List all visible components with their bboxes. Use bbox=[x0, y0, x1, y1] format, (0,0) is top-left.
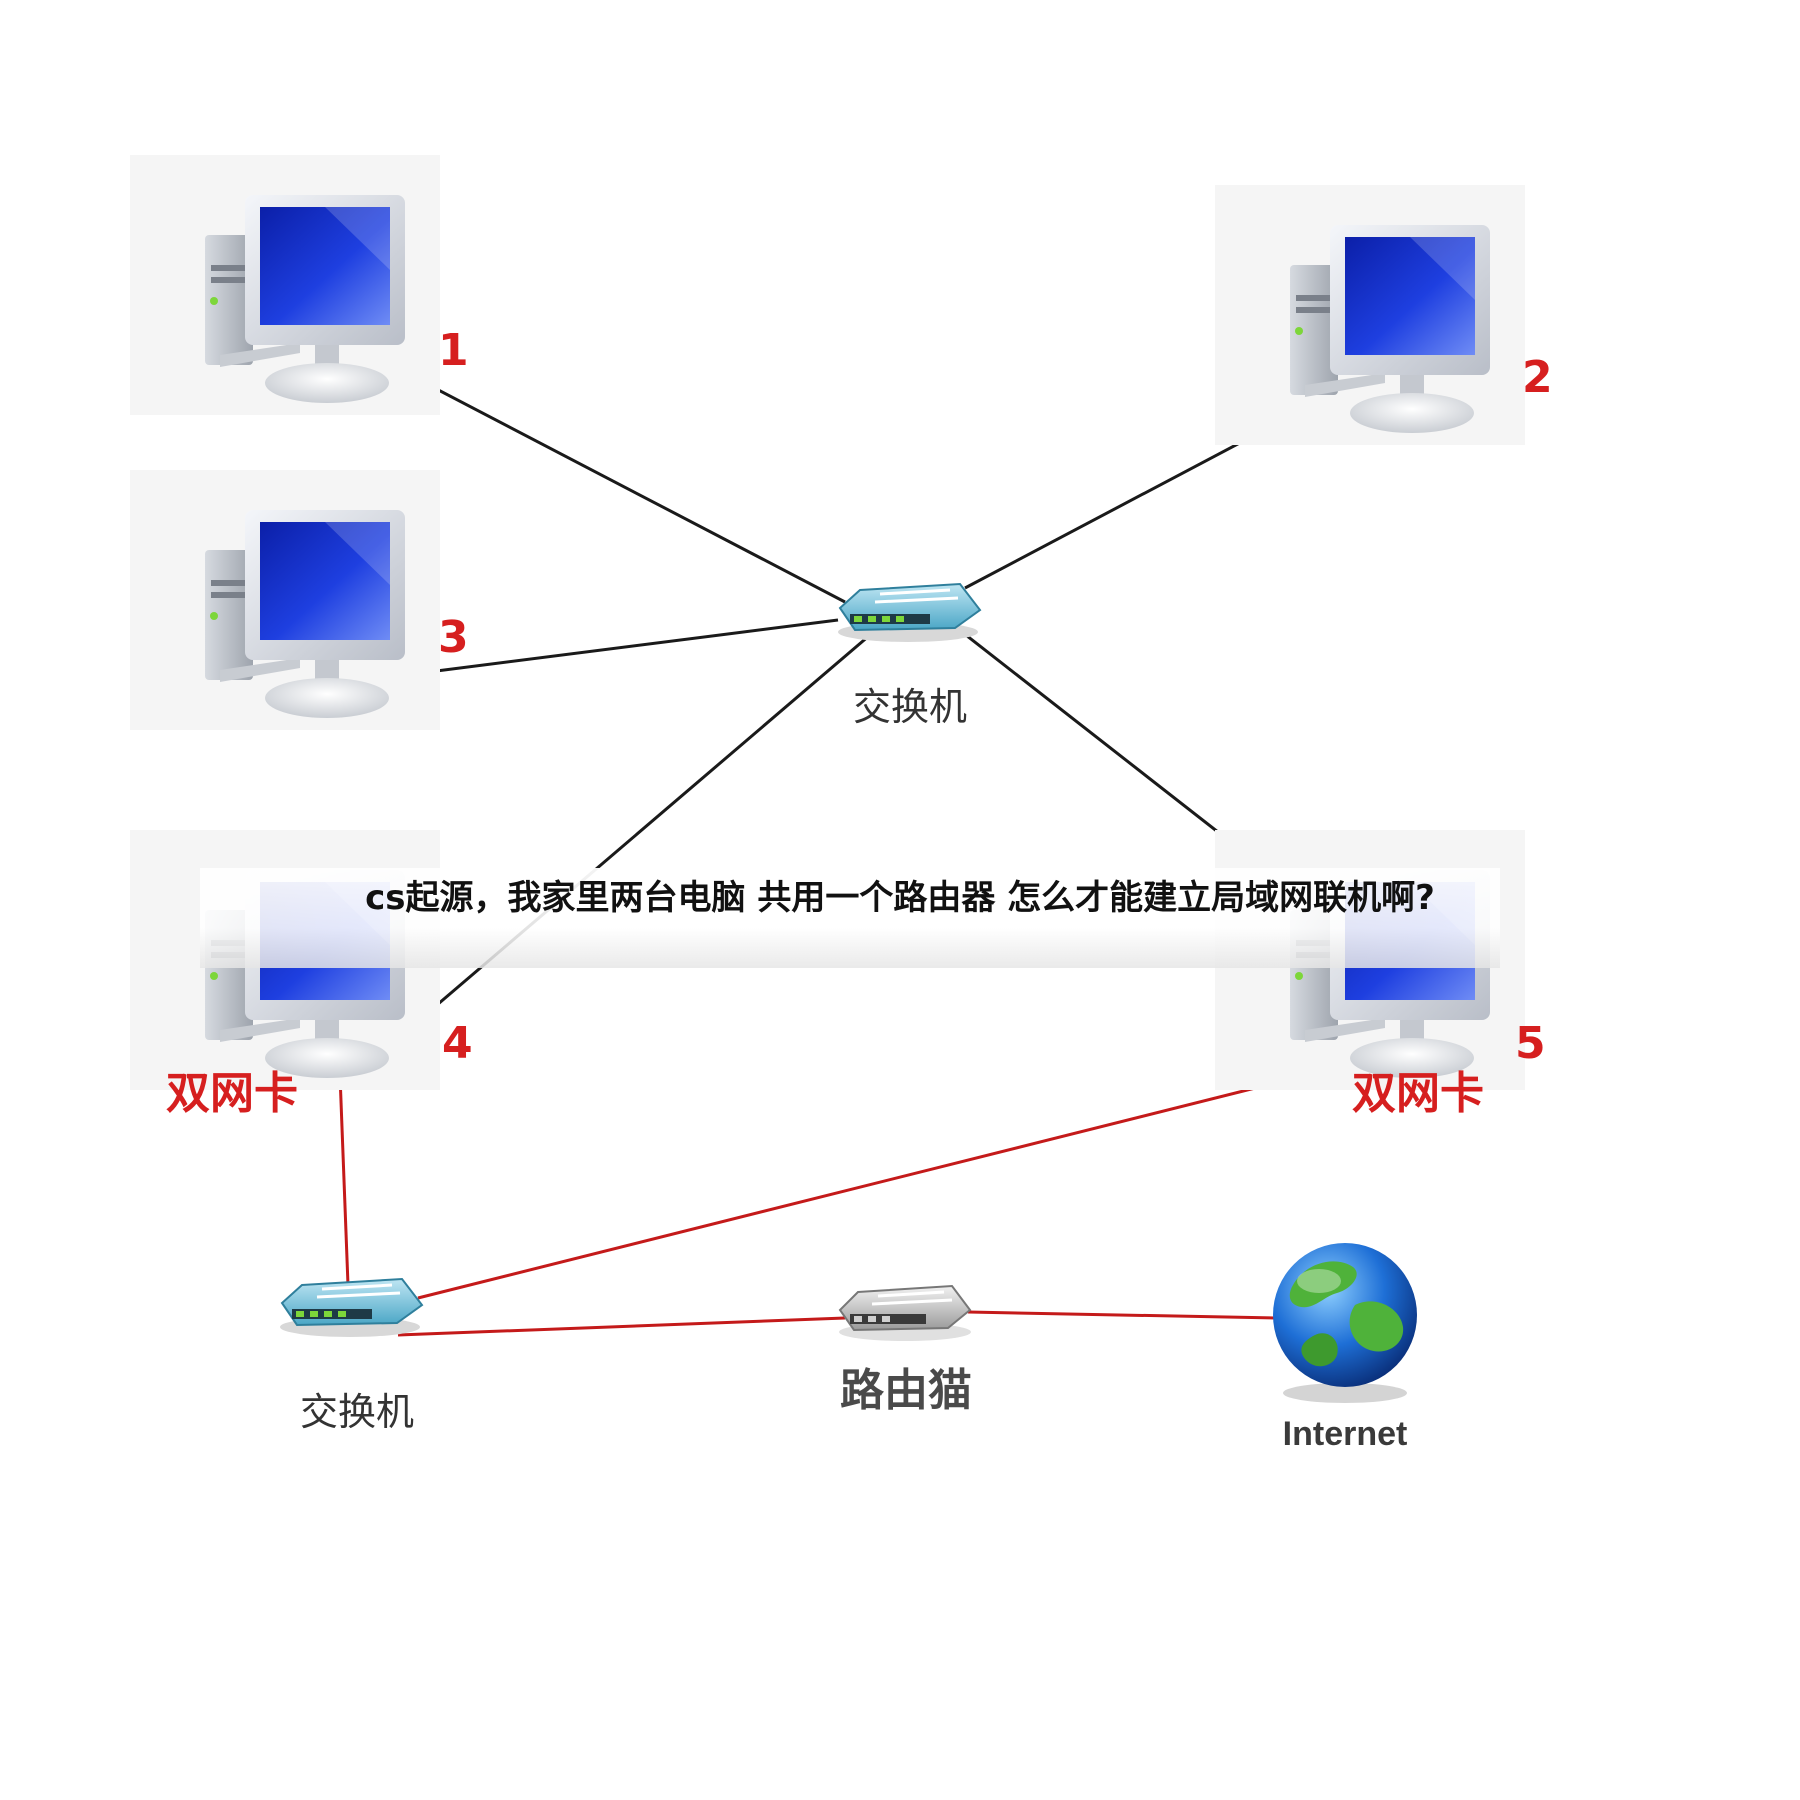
switch-bottom: 交换机 bbox=[280, 1277, 424, 1434]
desktop-computer-icon bbox=[1215, 185, 1525, 445]
modem: 路由猫 bbox=[838, 1284, 972, 1416]
link-pc4-switch2 bbox=[338, 1074, 350, 1286]
desktop-computer-icon bbox=[130, 155, 440, 415]
computer-5-nic-label: 双网卡 bbox=[1352, 1068, 1484, 1119]
computer-3-number: 3 bbox=[438, 612, 469, 663]
page-title: cs起源，我家里两台电脑 共用一个路由器 怎么才能建立局域网联机啊? bbox=[365, 878, 1435, 918]
network-switch-icon bbox=[280, 1277, 424, 1337]
computer-5-number: 5 bbox=[1515, 1018, 1546, 1069]
switch-bottom-label: 交换机 bbox=[300, 1390, 414, 1434]
computer-2-number: 2 bbox=[1522, 352, 1553, 403]
switch-top-label: 交换机 bbox=[853, 685, 967, 729]
link-modem-internet bbox=[967, 1310, 1276, 1320]
red-links bbox=[338, 1056, 1376, 1337]
modem-icon bbox=[838, 1284, 972, 1341]
computer-2 bbox=[1215, 185, 1525, 445]
link-pc1-switch bbox=[399, 368, 846, 604]
link-switch2-modem bbox=[397, 1316, 846, 1337]
internet: Internet bbox=[1273, 1243, 1417, 1453]
globe-icon bbox=[1273, 1243, 1417, 1403]
network-switch-icon bbox=[838, 582, 982, 642]
desktop-computer-icon bbox=[130, 470, 440, 730]
modem-label: 路由猫 bbox=[840, 1365, 972, 1416]
link-pc3-switch bbox=[404, 618, 839, 677]
link-pc4-switch bbox=[409, 633, 871, 1030]
link-pc5-switch2 bbox=[417, 1056, 1376, 1300]
computer-1 bbox=[130, 155, 440, 415]
computer-4-nic-label: 双网卡 bbox=[166, 1068, 298, 1119]
computer-4-number: 4 bbox=[442, 1018, 473, 1069]
computer-1-number: 1 bbox=[438, 325, 469, 376]
internet-label: Internet bbox=[1283, 1415, 1408, 1453]
switch-top: 交换机 bbox=[838, 582, 982, 729]
computer-3 bbox=[130, 470, 440, 730]
caption-band bbox=[200, 868, 1500, 968]
